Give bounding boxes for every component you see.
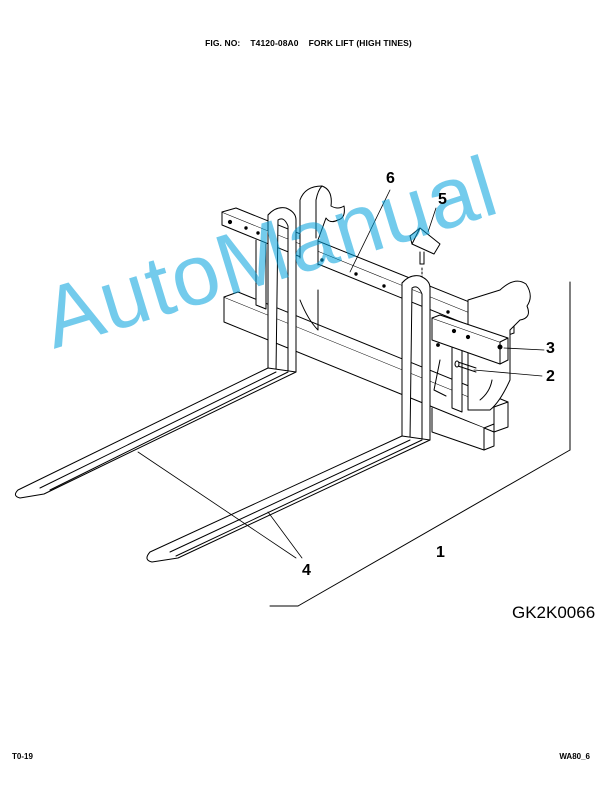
right-side-plate bbox=[431, 314, 509, 365]
drawing-code: GK2K0066 bbox=[512, 603, 596, 622]
stopper-part-5 bbox=[409, 227, 441, 281]
callout-2: 2 bbox=[546, 368, 555, 385]
callout-6: 6 bbox=[386, 170, 395, 187]
leader-lines bbox=[137, 189, 545, 559]
callout-1: 1 bbox=[436, 544, 445, 561]
leader-4b bbox=[267, 511, 303, 559]
right-fork bbox=[146, 275, 431, 563]
leader-2 bbox=[473, 369, 543, 377]
callout-5: 5 bbox=[438, 191, 447, 208]
callout-4: 4 bbox=[302, 562, 311, 579]
footer-page-ref: T0-19 bbox=[12, 752, 33, 761]
assembly-bracket bbox=[269, 281, 571, 607]
pin-part-2 bbox=[454, 360, 477, 373]
leader-6 bbox=[349, 189, 391, 273]
lower-bar-end bbox=[431, 407, 495, 451]
figure-header: FIG. NO: T4120-08A0 FORK LIFT (HIGH TINES) bbox=[0, 28, 612, 48]
leader-4a bbox=[137, 451, 297, 559]
figure-number-label: FIG. NO: bbox=[205, 38, 241, 48]
footer-model-ref: WA80_6 bbox=[559, 752, 590, 761]
leader-5 bbox=[427, 207, 437, 233]
figure-number: T4120-08A0 bbox=[250, 38, 299, 48]
left-hook-plate bbox=[299, 185, 345, 331]
left-fork bbox=[14, 207, 297, 499]
callout-3: 3 bbox=[546, 340, 555, 357]
figure-title: FORK LIFT (HIGH TINES) bbox=[308, 38, 412, 48]
leader-3 bbox=[503, 347, 545, 351]
